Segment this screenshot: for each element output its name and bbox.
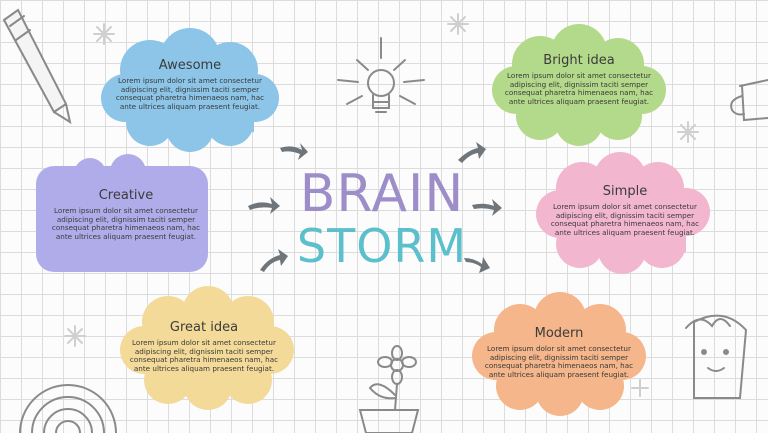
node-title: Great idea — [169, 320, 239, 335]
cloud-modern — [472, 292, 646, 416]
cloud-awesome — [101, 28, 279, 152]
pencil-icon — [2, 8, 72, 125]
title-brain: BRAIN — [299, 164, 465, 224]
node-title: Awesome — [158, 58, 222, 73]
node-body: Lorem ipsum dolor sit amet consectetur a… — [51, 206, 201, 241]
sparkle-icon — [64, 13, 699, 397]
node-title: Simple — [602, 184, 648, 199]
cloud-simple — [536, 152, 710, 274]
spiral-icon — [19, 384, 117, 433]
node-title: Bright idea — [543, 53, 615, 68]
node-awesome: Awesome Lorem ipsum dolor sit amet conse… — [108, 58, 272, 111]
node-body: Lorem ipsum dolor sit amet consectetur a… — [504, 71, 654, 106]
node-title: Creative — [98, 188, 154, 203]
cloud-creative — [36, 154, 208, 272]
node-simple: Simple Lorem ipsum dolor sit amet consec… — [542, 184, 708, 237]
node-bright-idea: Bright idea Lorem ipsum dolor sit amet c… — [496, 53, 662, 106]
node-body: Lorem ipsum dolor sit amet consectetur a… — [115, 76, 265, 111]
node-creative: Creative Lorem ipsum dolor sit amet cons… — [44, 188, 208, 241]
cup-doodle-icon — [730, 79, 768, 122]
node-title: Modern — [534, 326, 584, 341]
node-body: Lorem ipsum dolor sit amet consectetur a… — [484, 344, 634, 379]
face-doodle-icon — [685, 314, 748, 399]
node-great-idea: Great idea Lorem ipsum dolor sit amet co… — [122, 320, 286, 373]
lightbulb-icon — [337, 37, 425, 113]
title-storm: STORM — [296, 219, 468, 273]
cloud-bright-idea — [492, 24, 666, 146]
node-modern: Modern Lorem ipsum dolor sit amet consec… — [476, 326, 642, 379]
node-body: Lorem ipsum dolor sit amet consectetur a… — [550, 202, 700, 237]
cloud-great-idea — [120, 286, 294, 410]
flower-pot-icon — [358, 345, 420, 433]
arrow-icon — [248, 142, 502, 273]
node-body: Lorem ipsum dolor sit amet consectetur a… — [129, 338, 279, 373]
